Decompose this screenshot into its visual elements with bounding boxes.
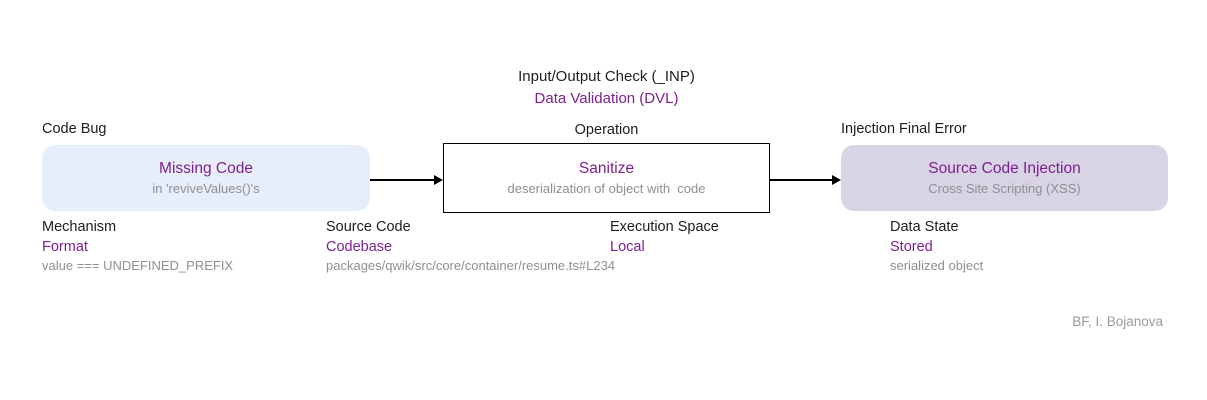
attribute-source-code-value: Codebase	[326, 239, 393, 255]
final-error-title: Source Code Injection	[928, 159, 1081, 177]
attribute-mechanism-label: Mechanism	[42, 219, 117, 235]
attribute-data-state-label: Data State	[890, 219, 959, 235]
attribute-mechanism-detail: value === UNDEFINED_PREFIX	[42, 258, 234, 273]
code-bug-title: Missing Code	[159, 159, 253, 177]
arrow-shaft	[770, 179, 833, 181]
attribute-source-code: Source Code Codebase packages/qwik/src/c…	[326, 217, 616, 275]
code-bug-node[interactable]: Missing Code in 'reviveValues()'s	[42, 145, 370, 211]
final-error-subtitle: Cross Site Scripting (XSS)	[928, 180, 1081, 196]
footer-credit: BF, I. Bojanova	[1072, 314, 1163, 329]
attribute-execution-space-label: Execution Space	[610, 219, 719, 235]
attribute-mechanism-value: Format	[42, 239, 88, 255]
attribute-data-state-value: Stored	[890, 239, 933, 255]
attribute-mechanism: Mechanism Format value === UNDEFINED_PRE…	[42, 217, 233, 275]
label-code-bug: Code Bug	[42, 121, 107, 137]
code-bug-subtitle: in 'reviveValues()'s	[152, 180, 260, 196]
attribute-source-code-detail: packages/qwik/src/core/container/resume.…	[326, 258, 616, 273]
operation-caption-class: Input/Output Check (_INP)	[518, 68, 695, 85]
attribute-data-state: Data State Stored serialized object	[890, 217, 983, 275]
final-error-node[interactable]: Source Code Injection Cross Site Scripti…	[841, 145, 1168, 211]
arrow-head-icon	[434, 174, 443, 185]
operation-caption: Input/Output Check (_INP) Data Validatio…	[443, 66, 770, 110]
attribute-execution-space: Execution Space Local	[610, 217, 719, 257]
label-operation: Operation	[574, 122, 639, 138]
arrow-bug-to-operation	[370, 174, 443, 186]
arrow-shaft	[370, 179, 435, 181]
label-injection-final-error: Injection Final Error	[841, 121, 967, 137]
arrow-head-icon	[832, 174, 841, 185]
operation-title: Sanitize	[578, 159, 635, 177]
operation-caption-type: Data Validation (DVL)	[534, 90, 679, 107]
attribute-execution-space-value: Local	[610, 239, 645, 255]
operation-subtitle: deserialization of object with code	[507, 180, 706, 196]
operation-node[interactable]: Sanitize deserialization of object with …	[443, 143, 770, 213]
attribute-data-state-detail: serialized object	[890, 258, 984, 273]
attribute-source-code-label: Source Code	[326, 219, 411, 235]
arrow-operation-to-error	[770, 174, 841, 186]
